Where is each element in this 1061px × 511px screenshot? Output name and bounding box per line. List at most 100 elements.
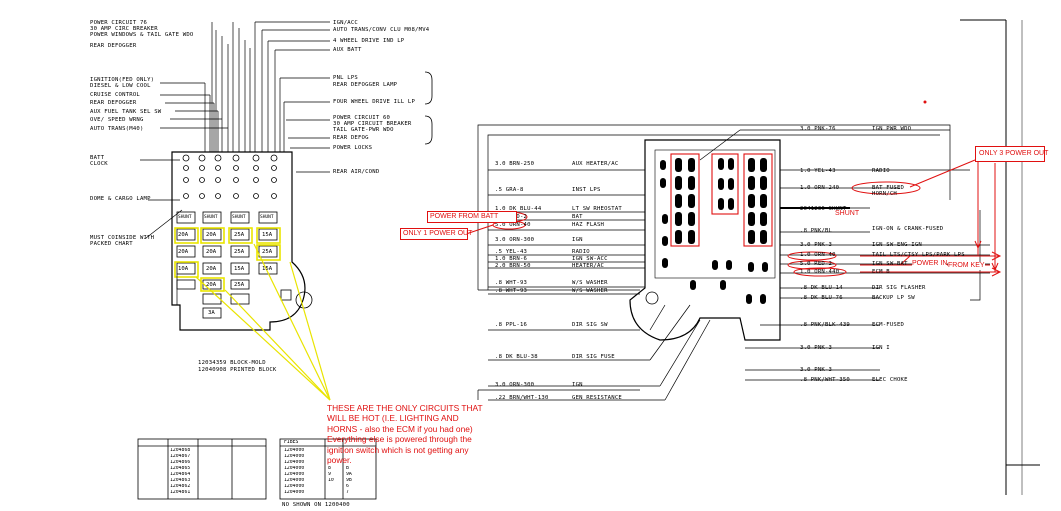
wire-left: 3.0 BRN-250 xyxy=(495,161,535,167)
wire-left: .8 WHT-93 xyxy=(495,280,528,286)
wire-left: 1.0 DK BLU-44 xyxy=(495,206,542,212)
table1-cell: 1204864 xyxy=(170,472,191,477)
annotation-from-key: FROM KEY xyxy=(948,262,985,270)
label-30-amp-circuit-breaker: 30 AMP CIRCUIT BREAKER xyxy=(333,121,412,127)
shunt-label: SHUNT xyxy=(178,215,192,220)
table2-cell: 1204000 xyxy=(284,454,305,459)
label-ignition-fed: IGNITION(FED ONLY) xyxy=(90,77,155,83)
wire-left: 3.0 ORN-300 xyxy=(495,237,535,243)
wire-label-left: HEATER/AC xyxy=(572,263,605,269)
wire-left: .8 WHT-93 xyxy=(495,288,528,294)
annotation-only-1-text: ONLY 1 POWER OUT xyxy=(403,230,473,237)
wire-left: 5.0 ORN-40 xyxy=(495,222,531,228)
wire-right: .8 DK BLU-14 xyxy=(800,285,843,291)
label-must-coinside: MUST COINSIDE WITH xyxy=(90,235,155,241)
wire-right: 1.0 YEL-43 xyxy=(800,168,836,174)
shunt-label: SHUNT xyxy=(204,215,218,220)
table2-code: 9A xyxy=(346,472,352,477)
annotation-power-from-batt: POWER FROM BATT xyxy=(427,211,517,223)
note-line: Everything else is powered through the xyxy=(327,434,472,445)
left-fuse-block xyxy=(140,21,433,401)
wire-label-left: W/S WASHER xyxy=(572,280,608,286)
note-line: WILL BE HOT (I.E. LIGHTING AND xyxy=(327,413,459,424)
wire-label-left: IGN SW-ACC xyxy=(572,256,608,262)
wire-label-right: IGN I xyxy=(872,345,890,351)
wire-left: .5 GRA-8 xyxy=(495,187,524,193)
label-power-locks: POWER LOCKS xyxy=(333,145,373,151)
table1-cell: 1204865 xyxy=(170,466,191,471)
table2-code: 8 xyxy=(328,466,331,471)
fuse-label: 20A xyxy=(206,266,217,272)
wire-left: .22 BRN/WHT-130 xyxy=(495,395,549,401)
table1-cell: 1204861 xyxy=(170,490,191,495)
table2-cell: 1204000 xyxy=(284,466,305,471)
wire-right: .8 PNK/BL xyxy=(800,228,833,234)
wire-label-right: ECM B xyxy=(872,269,890,275)
wire-label-left: W/S WASHER xyxy=(572,288,608,294)
label-power-circuit-60: POWER CIRCUIT 60 xyxy=(333,115,391,121)
annotation-only-1-power-out: ONLY 1 POWER OUT xyxy=(400,228,472,240)
table1-cell: 1204866 xyxy=(170,460,191,465)
wire-label-left: DIR SIG SW xyxy=(572,322,608,328)
table2-cell: 1204000 xyxy=(284,490,305,495)
fuse-label: 20A xyxy=(178,249,189,255)
fuse-label: 25A xyxy=(234,249,245,255)
wire-right: 1.0 ORN-440 xyxy=(800,269,840,275)
annotation-only-3-text: ONLY 3 POWER OUT xyxy=(979,150,1049,157)
wire-right: 1.0 ORN-40 xyxy=(800,252,836,258)
wire-right: .8 PNK/BLK-439 xyxy=(800,322,850,328)
fuse-label: 25A xyxy=(234,282,245,288)
label-dome-cargo: DOME & CARGO LAMP xyxy=(90,196,151,202)
wire-left: .8 DK BLU-38 xyxy=(495,354,538,360)
fuse-label: 10A xyxy=(178,266,189,272)
wire-right: 3.0 PNK-3 xyxy=(800,345,833,351)
table1-cell: 1204868 xyxy=(170,448,191,453)
label-cruise-control: CRUISE CONTROL xyxy=(90,92,140,98)
right-fuse-block xyxy=(460,100,1002,401)
table1-cell: 1204867 xyxy=(170,454,191,459)
note-line: power. xyxy=(327,455,352,466)
table2-code: B xyxy=(346,466,349,471)
label-power-circuit-76: POWER CIRCUIT 76 xyxy=(90,20,148,26)
table2-cell: 1204000 xyxy=(284,472,305,477)
wire-label-right: IGN SW-ENG-IGN xyxy=(872,242,922,248)
label-rear-defogger-2: REAR DEFOGGER xyxy=(90,100,137,106)
annotation-only-3-power-out: ONLY 3 POWER OUT xyxy=(975,146,1049,162)
wire-label-right: ELEC CHOKE xyxy=(872,377,908,383)
wire-label-left: GEN RESISTANCE xyxy=(572,395,622,401)
annotation-power-from-batt-text: POWER FROM BATT xyxy=(430,213,499,220)
wire-label-left: IGN xyxy=(572,237,583,243)
part-number-tables xyxy=(137,438,377,500)
wire-label-right: RADIO xyxy=(872,168,890,174)
label-power-windows: POWER WINDOWS & TAIL GATE WDO xyxy=(90,32,194,38)
table2-code: 10 xyxy=(328,478,334,483)
note-line: ignition switch which is not getting any xyxy=(327,444,469,455)
label-aux-batt: AUX BATT xyxy=(333,47,362,53)
wire-label-right: 2041236 SHUNT xyxy=(800,206,847,212)
wire-label-right: IGN SW-BAT xyxy=(872,261,908,267)
shunt-label: SHUNT xyxy=(232,215,246,220)
table2-code: 6 xyxy=(346,484,349,489)
label-printed-block: 12040908 PRINTED BLOCK xyxy=(198,367,277,373)
wire-label-left: RADIO xyxy=(572,249,590,255)
fuse-label: 25A xyxy=(262,249,273,255)
label-overspeed: OVE/ SPEED WRNG xyxy=(90,117,144,123)
wire-right: .8 PNK/WHT-350 xyxy=(800,377,850,383)
fuse-label: 15A xyxy=(262,232,273,238)
label-packed-chart: PACKED CHART xyxy=(90,241,133,247)
label-auto-trans-m40: AUTO TRANS(M40) xyxy=(90,126,144,132)
fuse-label: 3A xyxy=(208,310,215,316)
table2-cell: 1204000 xyxy=(284,484,305,489)
note-line: HORNS - also the ECM if you had one) xyxy=(327,423,473,434)
label-clock: CLOCK xyxy=(90,161,108,167)
label-4wd-ill-lp: FOUR WHEEL DRIVE ILL LP xyxy=(333,99,416,105)
hot-circuits-note: THESE ARE THE ONLY CIRCUITS THAT WILL BE… xyxy=(327,403,483,465)
table2-code: 9B xyxy=(346,478,352,483)
wire-left: 1.0 BRN-6 xyxy=(495,256,528,262)
wire-label-left: HAZ FLASH xyxy=(572,222,605,228)
label-tail-gate-pwr-wdo: TAIL GATE-PWR WDO xyxy=(333,127,394,133)
table2-cell: 1204000 xyxy=(284,448,305,453)
fuse-label: 20A xyxy=(206,249,217,255)
fuse-label: 20A xyxy=(206,282,217,288)
